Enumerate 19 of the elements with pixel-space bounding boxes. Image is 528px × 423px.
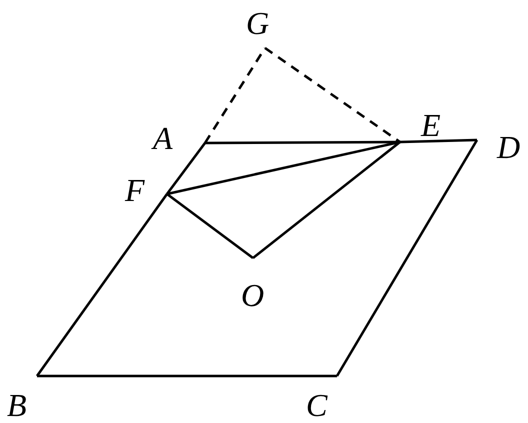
point-label: A: [153, 122, 173, 154]
line-segment: [166, 193, 254, 259]
line-segment: [36, 193, 168, 377]
dashed-line: [264, 46, 401, 144]
point-label: B: [7, 389, 27, 421]
line-segment: [166, 142, 206, 195]
point-label: D: [497, 131, 520, 163]
line-segment: [252, 141, 401, 259]
line-segment: [400, 138, 478, 144]
point-label: E: [421, 109, 441, 141]
dashed-line: [204, 47, 266, 144]
point-label: O: [241, 279, 264, 311]
line-segment: [37, 374, 337, 378]
line-segment: [166, 140, 400, 196]
line-segment: [205, 140, 400, 144]
point-label: F: [125, 174, 145, 206]
line-segment: [336, 139, 478, 377]
point-label: G: [246, 7, 270, 39]
point-label: C: [306, 389, 328, 421]
